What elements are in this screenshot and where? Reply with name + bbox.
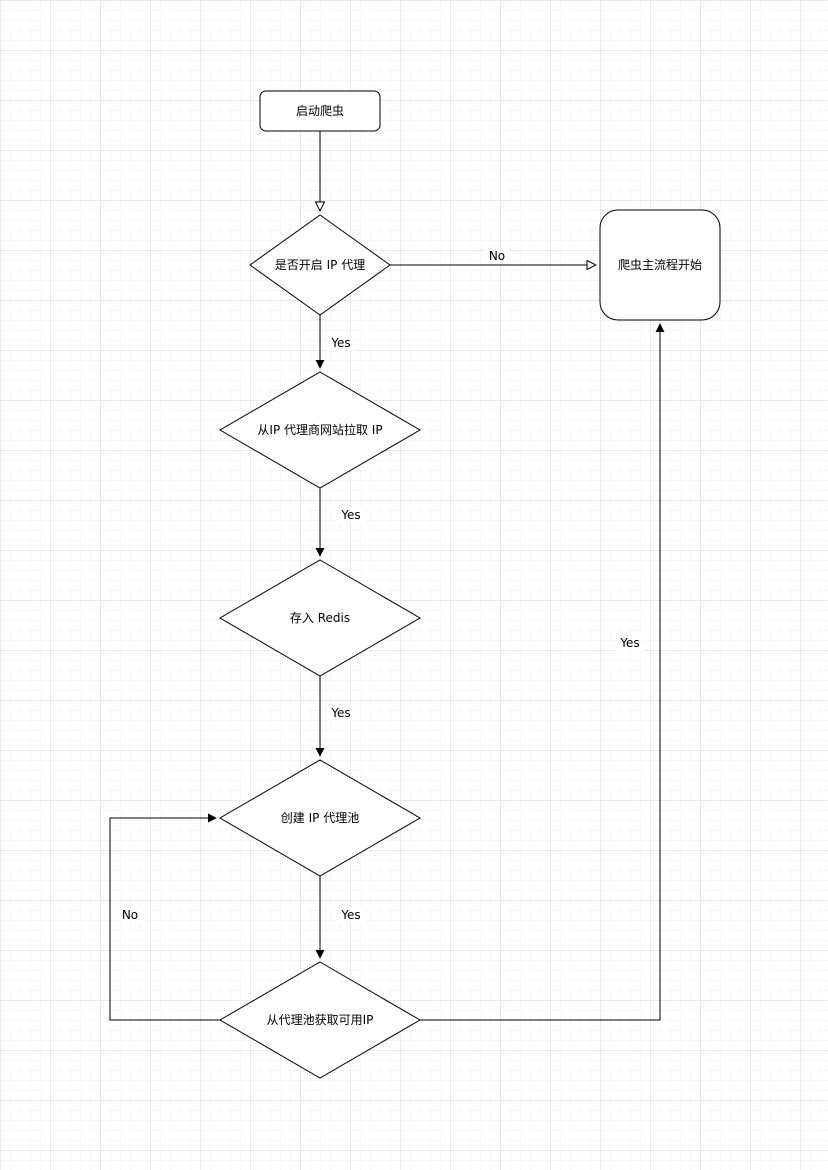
svg-text:No: No bbox=[489, 249, 505, 263]
node-decision-ip-proxy[interactable]: 是否开启 IP 代理 bbox=[249, 214, 391, 316]
svg-text:Yes: Yes bbox=[330, 706, 350, 720]
node-create-ip-pool-label: 创建 IP 代理池 bbox=[281, 811, 359, 825]
node-decision-ip-proxy-label: 是否开启 IP 代理 bbox=[275, 258, 365, 272]
svg-text:No: No bbox=[122, 908, 138, 922]
node-get-available-ip-label: 从代理池获取可用IP bbox=[267, 1013, 374, 1027]
svg-text:Yes: Yes bbox=[619, 636, 639, 650]
edge-label-yes-to-redis: Yes bbox=[337, 507, 365, 523]
edge-label-no-to-pool: No bbox=[117, 907, 143, 923]
node-pull-ip-label: 从IP 代理商网站拉取 IP bbox=[257, 422, 382, 437]
node-main-flow-start-label: 爬虫主流程开始 bbox=[618, 257, 702, 272]
svg-text:Yes: Yes bbox=[340, 508, 360, 522]
edge-label-yes-to-get: Yes bbox=[337, 907, 365, 923]
node-start[interactable]: 启动爬虫 bbox=[259, 90, 381, 132]
edge-no-to-create-pool[interactable] bbox=[109, 813, 220, 1021]
svg-text:Yes: Yes bbox=[340, 908, 360, 922]
edge-label-no-to-main: No bbox=[484, 248, 510, 264]
node-store-redis-label: 存入 Redis bbox=[290, 611, 350, 625]
edge-label-yes-to-pool: Yes bbox=[327, 705, 355, 721]
edge-label-yes-to-pull: Yes bbox=[327, 335, 355, 351]
node-start-label: 启动爬虫 bbox=[296, 104, 344, 118]
svg-text:Yes: Yes bbox=[330, 336, 350, 350]
node-pull-ip[interactable]: 从IP 代理商网站拉取 IP bbox=[219, 371, 421, 489]
node-store-redis[interactable]: 存入 Redis bbox=[219, 559, 421, 677]
node-create-ip-pool[interactable]: 创建 IP 代理池 bbox=[219, 759, 421, 877]
node-main-flow-start[interactable]: 爬虫主流程开始 bbox=[599, 209, 721, 321]
node-get-available-ip[interactable]: 从代理池获取可用IP bbox=[219, 961, 421, 1079]
edge-label-yes-to-main: Yes bbox=[616, 635, 644, 651]
edge-yes-to-main-flow[interactable] bbox=[420, 323, 665, 1021]
